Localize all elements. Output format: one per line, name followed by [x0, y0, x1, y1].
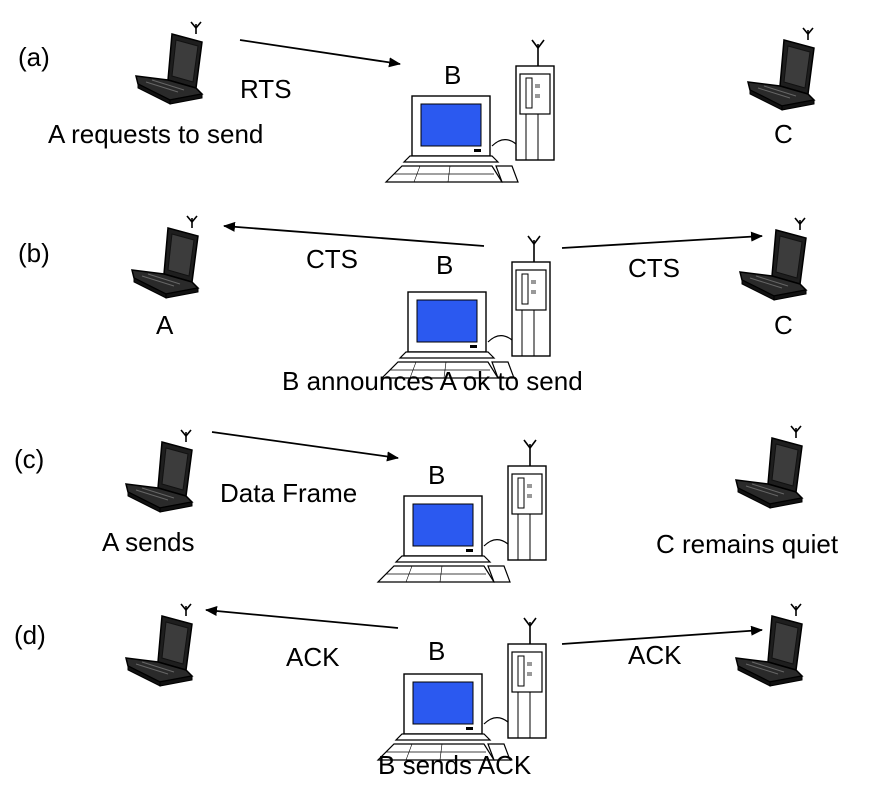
laptop-c-icon	[735, 425, 803, 509]
caption-b-announces: B announces A ok to send	[282, 366, 583, 396]
base-station-b-icon	[385, 39, 555, 183]
base-station-b-icon	[381, 235, 551, 379]
message-label-rts: RTS	[240, 74, 292, 104]
laptop-c-icon	[739, 217, 807, 301]
panel-b	[131, 215, 807, 379]
node-label-c: C	[774, 119, 793, 149]
panel-label-a: (a)	[18, 42, 50, 72]
caption-b-sends-ack: B sends ACK	[378, 750, 532, 780]
node-label-b: B	[428, 636, 446, 666]
node-label-b: B	[428, 460, 446, 490]
caption-a-requests: A requests to send	[48, 119, 264, 149]
arrow-ack-right	[561, 625, 763, 645]
arrow-cts-left	[223, 221, 485, 247]
laptop-c-icon	[735, 603, 803, 687]
caption-a-sends: A sends	[102, 527, 195, 557]
message-label-ack-right: ACK	[628, 640, 682, 670]
arrow-data-frame	[211, 431, 399, 462]
panel-label-c: (c)	[14, 444, 45, 474]
node-label-a: A	[156, 310, 174, 340]
arrow-cts-right	[561, 231, 763, 249]
message-label-cts-left: CTS	[306, 244, 358, 274]
node-label-b: B	[444, 60, 462, 90]
arrow-ack-left	[205, 606, 399, 629]
laptop-a-icon	[125, 603, 193, 687]
panel-d	[125, 603, 803, 761]
panel-label-b: (b)	[18, 238, 50, 268]
laptop-a-icon	[131, 215, 199, 299]
base-station-b-icon	[377, 439, 547, 583]
panel-label-d: (d)	[14, 620, 46, 650]
laptop-a-icon	[125, 429, 193, 513]
arrow-rts	[239, 39, 401, 68]
node-label-c: C	[774, 310, 793, 340]
node-label-b: B	[436, 250, 454, 280]
panel-a	[135, 21, 815, 183]
message-label-ack-left: ACK	[286, 642, 340, 672]
message-label-data-frame: Data Frame	[220, 478, 358, 508]
laptop-a-icon	[135, 21, 203, 105]
message-label-cts-right: CTS	[628, 253, 680, 283]
base-station-b-icon	[377, 617, 547, 761]
laptop-c-icon	[747, 27, 815, 111]
panel-c	[125, 425, 803, 583]
caption-c-remains-quiet: C remains quiet	[656, 529, 839, 559]
